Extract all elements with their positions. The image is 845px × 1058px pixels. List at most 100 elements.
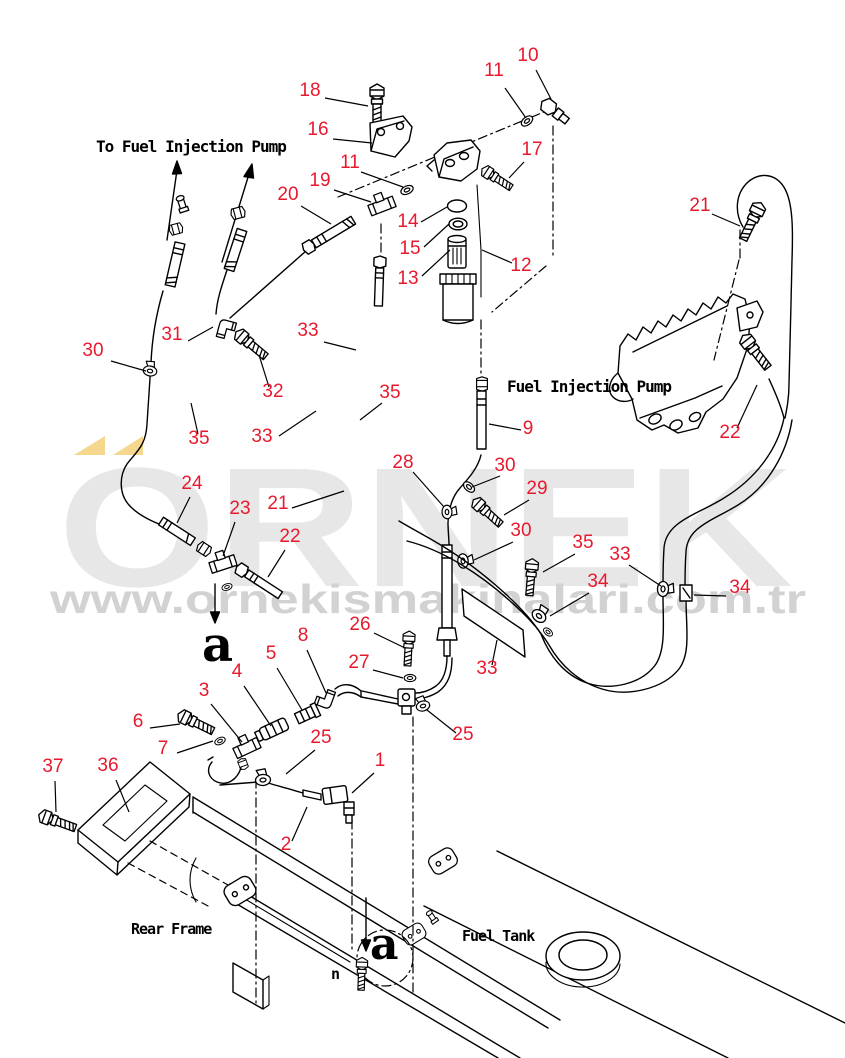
callout-6-40: 6 — [133, 711, 144, 732]
part-26-banjo-body — [397, 688, 416, 715]
callout-12-11: 12 — [510, 255, 531, 276]
callout-33-47: 33 — [476, 658, 497, 679]
leader-line-37-44 — [54, 780, 57, 813]
fuel-hoses-right — [398, 174, 794, 693]
hose-strand-right — [406, 419, 793, 693]
callout-30-29: 30 — [510, 520, 531, 541]
arrow-up-icon — [243, 163, 255, 179]
leader-line-8-35 — [306, 649, 327, 694]
callout-17-10: 17 — [521, 139, 542, 160]
callout-8-35: 8 — [298, 625, 309, 646]
callout-30-14: 30 — [82, 340, 103, 361]
logo-accent-triangle-2 — [113, 436, 143, 455]
part-27-washer — [403, 673, 417, 683]
callout-22-24: 22 — [279, 526, 300, 547]
part-20-pipe — [301, 215, 357, 255]
callout-35-19: 35 — [188, 428, 209, 449]
leader-line-35-17 — [359, 402, 383, 421]
part-24-connector — [157, 516, 197, 547]
fuel-tank — [354, 850, 845, 1058]
callout-10-8: 10 — [517, 45, 538, 66]
callout-2-46: 2 — [281, 834, 292, 855]
part-2-tube — [207, 756, 304, 794]
leader-line-13-7 — [421, 249, 451, 277]
leader-line-18-0 — [324, 97, 369, 107]
callout-13-7: 13 — [397, 268, 418, 289]
label-view-a-top: a — [202, 617, 233, 673]
injector-pipe-right — [215, 163, 255, 315]
leader-line-20-4 — [300, 205, 332, 225]
callout-28-20: 28 — [392, 452, 413, 473]
hose-21 — [736, 174, 794, 419]
part-2-taper — [302, 789, 322, 801]
leader-line-14-5 — [420, 206, 448, 223]
arrow-up-icon — [171, 160, 183, 175]
fuel-hose-left — [120, 362, 160, 525]
callout-19-3: 19 — [309, 170, 330, 191]
leader-line-2-46 — [291, 806, 308, 842]
leader-line-15-6 — [423, 223, 450, 248]
callout-21-12: 21 — [689, 195, 710, 216]
part-16-bracket — [369, 115, 413, 158]
part-19-fitting — [364, 188, 397, 217]
callout-18-0: 18 — [299, 80, 320, 101]
part-4-sleeve — [253, 717, 290, 743]
part-17-bolt — [478, 163, 516, 194]
callout-9-25: 9 — [523, 418, 534, 439]
part-5-fitting — [293, 702, 322, 725]
leader-line-25-42 — [285, 749, 316, 775]
assembly-centerline — [337, 111, 545, 198]
part-9-pipe — [476, 390, 487, 450]
leader-line-33-15 — [323, 341, 357, 351]
tank-bolt — [354, 956, 369, 991]
leader-line-19-3 — [333, 189, 372, 203]
part-37-bolt — [35, 807, 79, 835]
leader-line-34-33 — [693, 594, 727, 597]
label-small-n: n — [331, 965, 339, 983]
callout-34-33: 34 — [729, 577, 751, 598]
injector-pipe-left — [150, 160, 190, 364]
part-1-fitting — [321, 784, 355, 824]
callout-29-28: 29 — [526, 478, 547, 499]
part-34-clamp-b — [679, 584, 693, 602]
callout-7-41: 7 — [158, 738, 169, 759]
hose-22-stub — [768, 378, 785, 419]
callout-23-22: 23 — [229, 498, 250, 519]
leader-line-7-41 — [176, 740, 214, 754]
leader-line-31-13 — [187, 326, 214, 342]
callout-14-5: 14 — [397, 211, 419, 232]
callout-22-26: 22 — [719, 422, 740, 443]
leader-line-26-34 — [373, 632, 406, 649]
pipe-26-to-8 — [334, 684, 399, 705]
callout-3-39: 3 — [199, 680, 210, 701]
callout-25-42: 25 — [310, 727, 331, 748]
part-31-elbow — [215, 318, 238, 342]
frame-bracket-tab — [428, 847, 458, 875]
leader-line-16-1 — [332, 138, 373, 144]
leader-line-21-12 — [711, 213, 741, 227]
part-30-clip-left — [141, 359, 159, 378]
callout-11-2: 11 — [340, 152, 360, 173]
callout-4-38: 4 — [232, 661, 243, 682]
callout-32-16: 32 — [262, 381, 283, 402]
tank-filler-ring — [545, 931, 621, 988]
leader-line-33-18 — [278, 410, 317, 437]
callout-33-15: 33 — [297, 320, 318, 341]
callout-1-43: 1 — [375, 750, 386, 771]
leader-line-24-21 — [176, 496, 191, 524]
leader-line-11-9 — [504, 87, 527, 119]
part-32-bolt — [230, 325, 271, 363]
callout-24-21: 24 — [181, 473, 203, 494]
callout-5-36: 5 — [266, 643, 277, 664]
leader-line-4-38 — [243, 685, 272, 727]
callout-11-9: 11 — [484, 60, 504, 81]
part-21-bolt — [736, 198, 769, 244]
callout-26-34: 26 — [349, 614, 370, 635]
callout-37-44: 37 — [42, 756, 63, 777]
leader-line-30-14 — [110, 360, 147, 372]
callout-21-23: 21 — [267, 493, 288, 514]
frame-bracket-tab — [223, 875, 257, 907]
leader-line-33-31 — [628, 564, 662, 587]
leader-line-17-10 — [508, 161, 525, 179]
